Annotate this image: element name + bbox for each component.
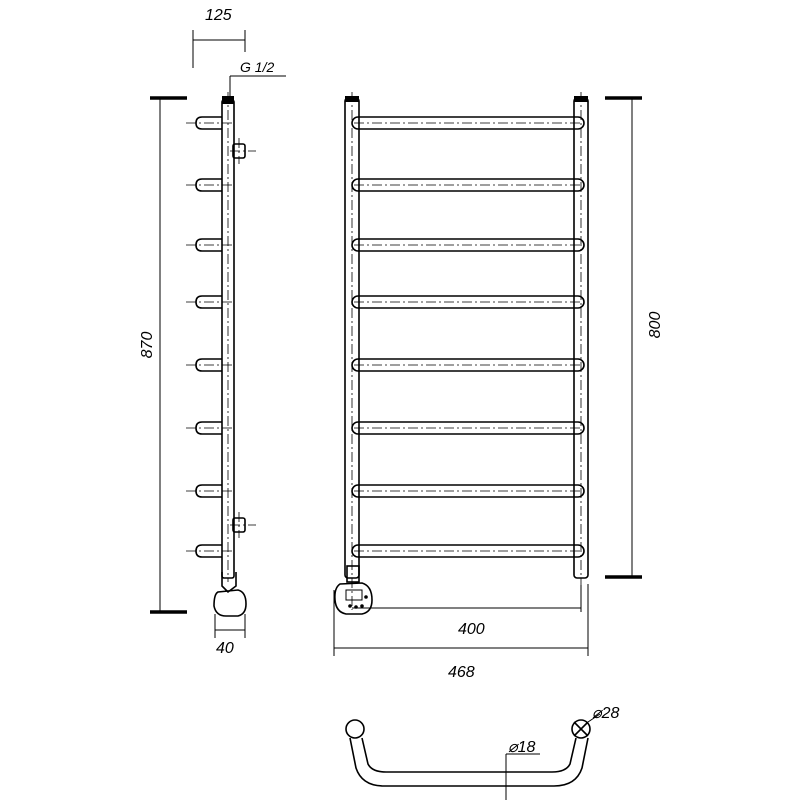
dimension-870: 870 [139,96,187,614]
dimension-800: 800 [605,96,664,579]
front-heater [334,565,373,615]
right-upright-section [571,719,591,739]
thread-callout: G 1/2 [229,59,286,96]
front-rung-3 [351,238,585,252]
dimension-468: 468 [333,584,589,681]
front-rungs [351,116,585,558]
side-heater [213,572,247,617]
front-rung-6 [351,421,585,435]
thread-label: G 1/2 [240,59,274,75]
dimension-40-label: 40 [216,640,234,657]
dimension-40: 40 [214,614,246,657]
front-rung-7 [351,484,585,498]
front-view: 800 400 468 [333,92,664,681]
side-brackets [230,138,256,538]
dimension-400-label: 400 [458,621,485,638]
dimension-800-label: 800 [647,312,664,339]
dimension-870-label: 870 [139,332,156,359]
front-rung-4 [351,295,585,309]
heater-button-4 [364,595,368,599]
diameter-28-label: ⌀28 [592,705,620,722]
side-upright [221,92,235,582]
front-rung-8 [351,544,585,558]
dimension-125-label: 125 [205,7,232,24]
side-rungs [186,116,232,558]
section-view: ⌀28 ⌀18 [345,705,620,800]
dimension-468-label: 468 [448,664,475,681]
dimension-125: 125 [192,7,246,68]
heater-button-1 [348,604,352,608]
front-uprights [344,92,589,610]
front-rung-2 [351,178,585,192]
front-rung-1 [351,116,585,130]
dimension-400: 400 [352,585,582,638]
diameter-18-label: ⌀18 [508,739,536,756]
heater-display [345,589,363,601]
side-view: 125 G 1/2 870 [139,7,286,657]
left-upright-section [345,719,365,739]
heater-button-3 [360,604,364,608]
front-rung-5 [351,358,585,372]
